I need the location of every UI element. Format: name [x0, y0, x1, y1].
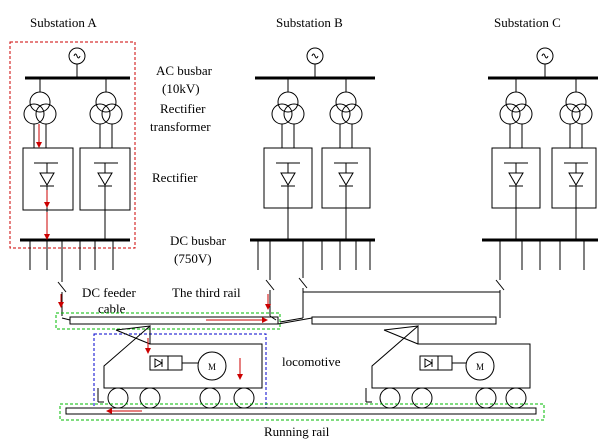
switch-icon — [298, 277, 308, 289]
transformer-icon — [23, 91, 57, 125]
substation-c — [482, 47, 598, 318]
generator-icon — [68, 47, 86, 65]
locomotive-label: locomotive — [282, 354, 341, 369]
rectifier-box — [551, 147, 597, 209]
generator-icon — [536, 47, 554, 65]
motor-icon: M — [197, 351, 227, 381]
switch-icon — [57, 281, 67, 293]
running-rail-label: Running rail — [264, 424, 330, 439]
rectifier-box — [22, 147, 74, 211]
substation-c-title: Substation C — [494, 15, 561, 30]
diode-icon — [568, 172, 584, 187]
transformer-icon — [499, 91, 533, 125]
control-box — [149, 355, 169, 371]
wheel-icon — [475, 387, 497, 409]
wheel-icon — [505, 387, 527, 409]
wheel-icon — [199, 387, 221, 409]
control-box — [167, 355, 183, 371]
motor-icon: M — [465, 351, 495, 381]
rectifier-label: Rectifier — [152, 170, 198, 185]
transformer-icon — [329, 91, 363, 125]
rectifier-transformer-label-2: transformer — [150, 119, 211, 134]
diode-icon — [39, 172, 55, 187]
diode-icon — [280, 172, 296, 187]
running-rail-highlight — [59, 403, 545, 421]
ac-busbar-label: AC busbar — [156, 63, 213, 78]
transformer-icon — [271, 91, 305, 125]
diode-icon — [154, 358, 164, 368]
control-box — [437, 355, 453, 371]
substation-b — [250, 47, 375, 318]
dc-feeder-label-2: cable — [98, 301, 126, 316]
running-rail — [65, 407, 537, 415]
control-box — [419, 355, 439, 371]
generator-icon — [306, 47, 324, 65]
dc-voltage-label: (750V) — [174, 251, 212, 266]
third-rail-segment — [69, 316, 279, 325]
switch-icon — [265, 279, 275, 291]
dc-feeder-label: DC feeder — [82, 285, 136, 300]
diode-icon — [508, 172, 524, 187]
diode-icon — [338, 172, 354, 187]
ac-voltage-label: (10kV) — [162, 81, 200, 96]
diode-icon — [97, 172, 113, 187]
locomotive-left: M — [97, 324, 263, 409]
third-rail-label: The third rail — [172, 285, 241, 300]
wheel-icon — [233, 387, 255, 409]
transformer-icon — [559, 91, 593, 125]
motor-symbol: M — [208, 362, 216, 372]
substation-a-highlight — [9, 41, 136, 249]
substation-b-title: Substation B — [276, 15, 343, 30]
rectifier-transformer-label: Rectifier — [160, 101, 206, 116]
wheel-icon — [139, 387, 161, 409]
locomotive-right: M — [365, 324, 531, 409]
dc-busbar-label: DC busbar — [170, 233, 227, 248]
substation-a — [20, 47, 131, 316]
substation-a-title: Substation A — [30, 15, 97, 30]
switch-icon — [495, 279, 505, 291]
wheel-icon — [411, 387, 433, 409]
transformer-icon — [89, 91, 123, 125]
third-rail-segment — [311, 316, 497, 325]
wheel-icon — [379, 387, 401, 409]
third-rail-highlight — [55, 312, 281, 330]
wheel-icon — [107, 387, 129, 409]
motor-symbol: M — [476, 362, 484, 372]
diode-icon — [424, 358, 434, 368]
